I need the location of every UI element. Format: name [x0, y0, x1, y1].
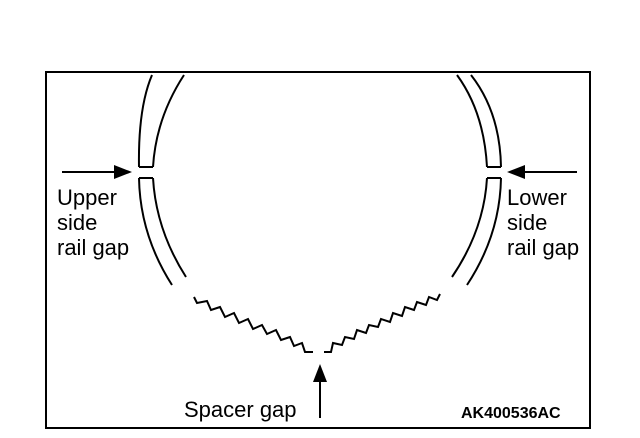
- upper-side-rail-inner-bottom: [152, 177, 187, 278]
- figure-code: AK400536AC: [461, 405, 561, 422]
- lower-side-rail-inner-bottom: [451, 177, 488, 278]
- lower-rail-gap-arrow: [507, 165, 577, 179]
- upper-label-line-1: Upper: [57, 185, 117, 210]
- upper-label-line-2: side: [57, 210, 98, 235]
- spacer-expander-right: [324, 293, 441, 353]
- upper-label-line-3: rail gap: [57, 235, 130, 260]
- spacer-gap-arrow: [313, 364, 327, 418]
- lower-label-line-1: Lower: [507, 185, 567, 210]
- upper-rail-gap-arrow: [62, 165, 132, 179]
- lower-side-rail-gap-label: Lower side rail gap: [507, 185, 579, 260]
- lower-side-rail-outer-top: [470, 74, 502, 168]
- upper-side-rail-inner-top: [152, 74, 185, 168]
- upper-side-rail-gap-label: Upper side rail gap: [57, 185, 129, 260]
- lower-label-line-3: rail gap: [507, 235, 580, 260]
- figure-frame: [45, 71, 591, 429]
- spacer-expander-left: [193, 296, 313, 353]
- upper-side-rail-outer-bottom: [138, 177, 173, 286]
- spacer-gap-label: Spacer gap: [184, 397, 297, 422]
- upper-side-rail-outer-top: [137, 74, 153, 168]
- lower-side-rail-outer-bottom: [466, 177, 502, 286]
- lower-label-line-2: side: [507, 210, 548, 235]
- lower-side-rail-inner-top: [456, 74, 488, 168]
